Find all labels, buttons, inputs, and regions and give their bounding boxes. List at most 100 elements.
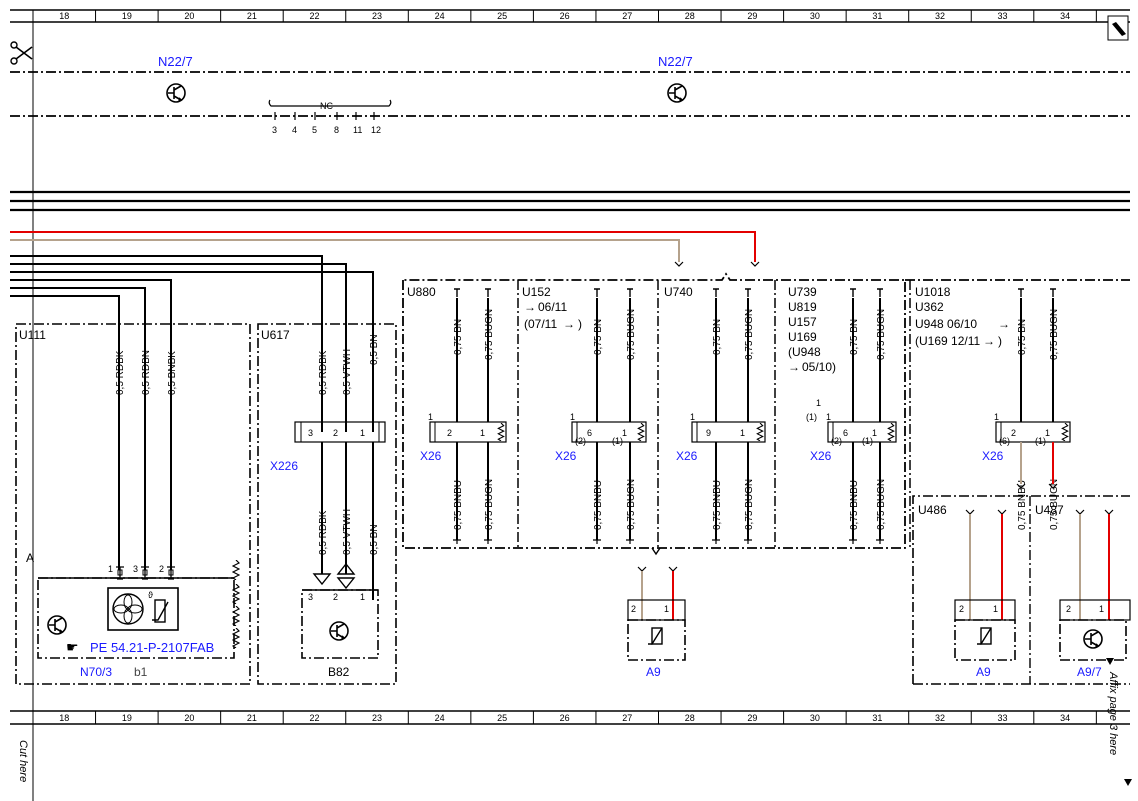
ruler-number: 18 xyxy=(59,713,69,723)
connector-x26: X26 xyxy=(982,449,1004,463)
svg-text:U157: U157 xyxy=(788,315,817,329)
x26-group-frame xyxy=(402,272,906,549)
svg-text:U739: U739 xyxy=(788,285,817,299)
ruler-number: 34 xyxy=(1060,11,1070,21)
arrow-right-icon: → xyxy=(524,300,536,314)
connector-x26: X26 xyxy=(420,449,442,463)
ruler-number: 27 xyxy=(622,713,632,723)
ruler-number: 20 xyxy=(184,11,194,21)
svg-text:A: A xyxy=(26,551,34,565)
a9-center-module: 2 1 xyxy=(627,566,686,661)
u617-frame xyxy=(257,323,397,685)
scissors-icon xyxy=(10,41,33,65)
ruler-number: 27 xyxy=(622,11,632,21)
b82-module: 3 2 1 xyxy=(301,562,379,659)
transistor-icon xyxy=(1083,629,1103,649)
ruler-number: 21 xyxy=(247,11,257,21)
wire-label: 0,75 BN xyxy=(849,319,860,355)
wire-label: 0,75 BUGN xyxy=(626,309,637,360)
component-suffix: b1 xyxy=(134,665,148,679)
svg-text:2: 2 xyxy=(1066,604,1071,614)
ruler-number: 24 xyxy=(435,713,445,723)
triangle-down-icon xyxy=(1124,779,1132,786)
u486-title: U486 xyxy=(918,503,947,517)
pin-icon xyxy=(744,288,752,298)
svg-text:2: 2 xyxy=(447,428,452,438)
svg-text:2: 2 xyxy=(333,592,338,602)
reference-link[interactable]: PE 54.21-P-2107FAB xyxy=(90,640,214,655)
wire-label: 0,5 BNBK xyxy=(167,351,178,395)
svg-text:(1): (1) xyxy=(612,436,623,446)
ruler-number: 32 xyxy=(935,11,945,21)
ruler-number: 23 xyxy=(372,713,382,723)
wire-label: 0,75 BUGN xyxy=(484,309,495,360)
svg-text:1: 1 xyxy=(690,412,695,422)
ruler-number: 25 xyxy=(497,713,507,723)
svg-text:2: 2 xyxy=(1011,428,1016,438)
svg-text:(2): (2) xyxy=(575,436,586,446)
transistor-icon xyxy=(329,621,349,641)
svg-text:): ) xyxy=(998,334,1002,348)
u152-note: (07/11 xyxy=(524,317,557,331)
bus-lines xyxy=(10,190,1130,212)
svg-text:1: 1 xyxy=(994,412,999,422)
svg-text:1: 1 xyxy=(740,428,745,438)
svg-text:ϑ: ϑ xyxy=(148,590,153,600)
wire-label: 0,5 RDBK xyxy=(318,350,329,395)
svg-text:U1018: U1018 xyxy=(915,285,951,299)
ruler-number: 22 xyxy=(309,11,319,21)
svg-text:2: 2 xyxy=(159,564,164,574)
wire-label: 0,75 BN xyxy=(453,319,464,355)
wire-label: 0,75 BNBU xyxy=(593,480,604,530)
ruler-number: 28 xyxy=(685,11,695,21)
ruler-number: 19 xyxy=(122,11,132,21)
hand-pointer-icon: ☛ xyxy=(66,639,79,655)
component-a9-right: A9 xyxy=(976,665,991,679)
wire-label: 0,5 BN xyxy=(369,524,380,555)
wire-fan xyxy=(10,255,374,570)
svg-text:(U948: (U948 xyxy=(788,345,821,359)
nc-pin: 11 xyxy=(353,125,362,135)
wire-label: 0,5 VTWH xyxy=(342,349,353,395)
svg-text:3: 3 xyxy=(308,428,313,438)
wire-label: 0,75 BN xyxy=(712,319,723,355)
connector-x226: X226 xyxy=(270,459,298,473)
ruler-number: 30 xyxy=(810,11,820,21)
svg-text:U948 06/10: U948 06/10 xyxy=(915,317,977,331)
arrow-right-icon: → xyxy=(998,317,1010,331)
wire-label: 0,75 BUGN xyxy=(1049,309,1060,360)
wire-label: 0,75 BNBU xyxy=(453,480,464,530)
svg-text:1: 1 xyxy=(1099,604,1104,614)
pin-icon xyxy=(849,288,857,298)
u152-note: ) xyxy=(578,317,582,331)
svg-text:1: 1 xyxy=(993,604,998,614)
arrow-right-icon: → xyxy=(563,317,575,331)
svg-text:1: 1 xyxy=(360,428,365,438)
svg-text:(2): (2) xyxy=(831,436,842,446)
a9-7-module: 2 1 xyxy=(1059,509,1131,661)
svg-text:(1): (1) xyxy=(862,436,873,446)
wire-label: 0,5 RDBK xyxy=(318,510,329,555)
svg-text:1: 1 xyxy=(664,604,669,614)
arrow-right-icon: → xyxy=(983,334,995,348)
wire-label: 0,75 BNBU xyxy=(849,480,860,530)
svg-text:1: 1 xyxy=(428,412,433,422)
svg-text:2: 2 xyxy=(959,604,964,614)
svg-text:U819: U819 xyxy=(788,300,817,314)
u739-title: U739 U819 U157 U169 (U948 → 05/10) xyxy=(788,285,836,374)
svg-text:9: 9 xyxy=(706,428,711,438)
ruler-number: 22 xyxy=(309,713,319,723)
u152-title: U152 xyxy=(522,285,551,299)
ruler-number: 30 xyxy=(810,713,820,723)
svg-text:2: 2 xyxy=(333,428,338,438)
u1018-title: U1018 U362 U948 06/10 → (U169 12/11 → ) xyxy=(915,285,1010,348)
svg-text:1: 1 xyxy=(480,428,485,438)
red-wire-end xyxy=(750,261,760,267)
